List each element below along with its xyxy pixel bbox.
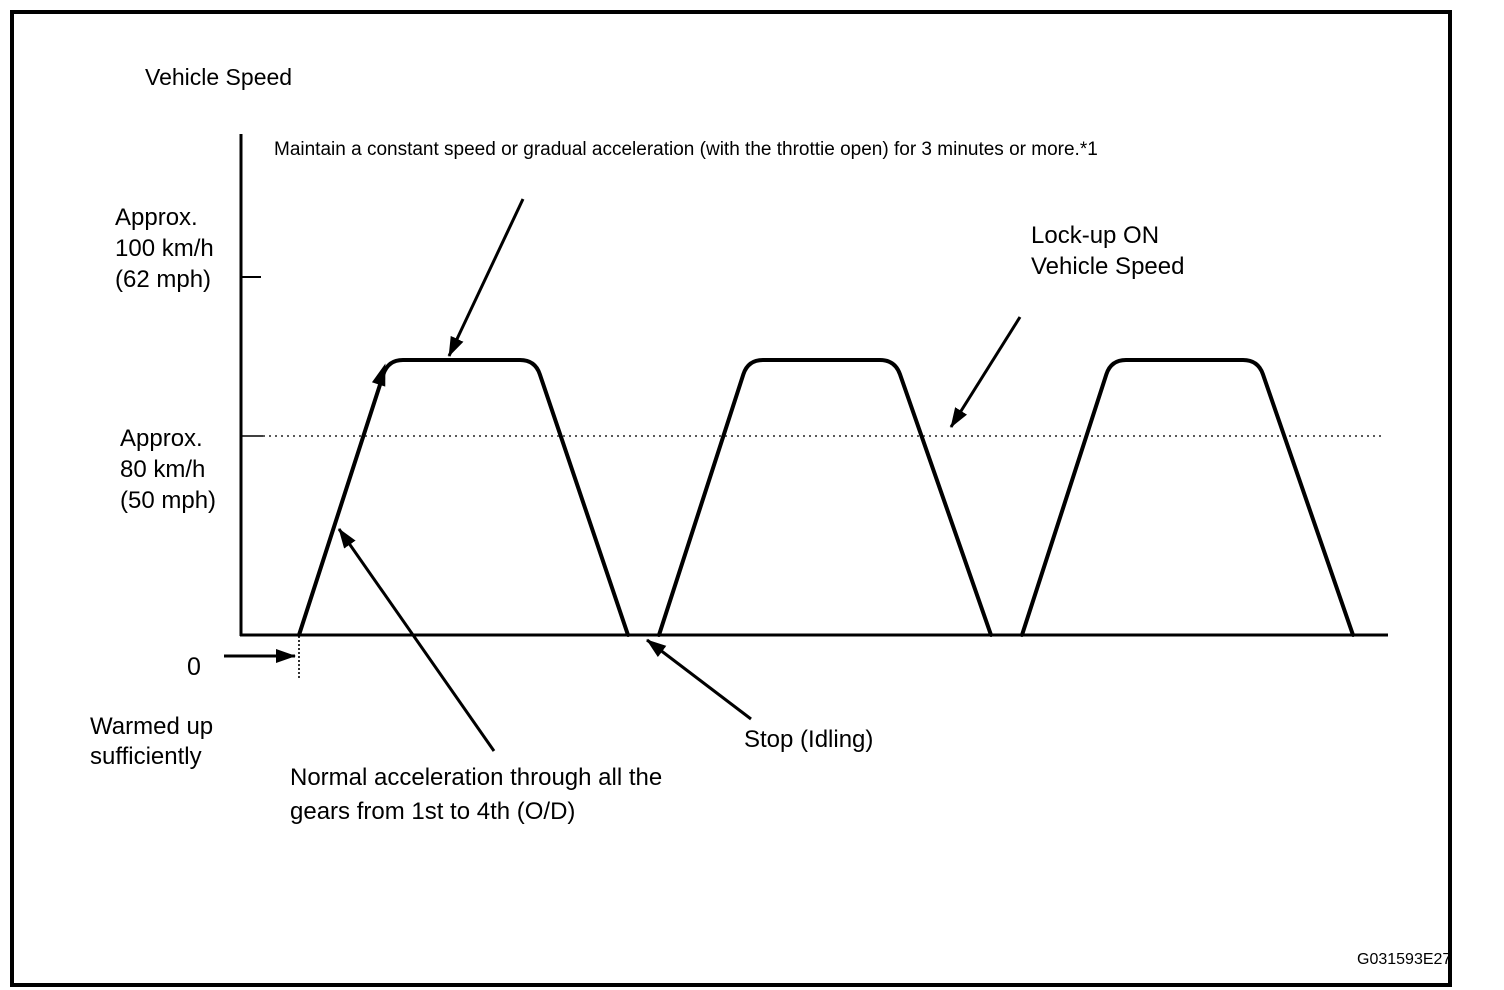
- y-label-80kmh-line1: Approx.: [120, 425, 203, 452]
- y-label-80kmh: Approx. 80 km/h (50 mph): [120, 423, 216, 516]
- warmed-up-label-line1: Warmed up: [90, 713, 214, 740]
- chart-title: Vehicle Speed: [145, 64, 293, 90]
- lockup-label-line1: Lock-up ON: [1031, 222, 1160, 249]
- y-label-zero: 0: [187, 653, 201, 681]
- speed-curve-cycle-1: [297, 358, 630, 637]
- speed-curve-cycle-3: [1020, 358, 1355, 637]
- y-label-100kmh-line2: 100 km/h: [115, 235, 214, 262]
- maintain-speed-arrow: [447, 198, 525, 357]
- warmed-up-label-line2: sufficiently: [90, 743, 202, 770]
- stop-idling-label: Stop (Idling): [744, 726, 874, 753]
- speed-curve-cycle-2: [657, 358, 993, 637]
- y-label-80kmh-line2: 80 km/h: [120, 456, 206, 483]
- normal-acceleration-label-line1: Normal acceleration through all the: [290, 764, 663, 791]
- warmed-up-label: Warmed up sufficiently: [90, 712, 213, 772]
- lockup-label: Lock-up ON Vehicle Speed: [1031, 220, 1184, 282]
- normal-acceleration-label: Normal acceleration through all the gear…: [290, 761, 662, 829]
- y-label-100kmh: Approx. 100 km/h (62 mph): [115, 202, 214, 295]
- y-label-100kmh-line1: Approx.: [115, 204, 198, 231]
- stop-idling-arrow: [646, 638, 752, 721]
- y-label-80kmh-line3: (50 mph): [120, 487, 217, 514]
- acceleration-direction-arrowhead: [371, 363, 386, 387]
- lockup-label-line2: Vehicle Speed: [1031, 253, 1185, 280]
- figure-code: G031593E27: [1357, 951, 1452, 968]
- normal-acceleration-arrow: [337, 528, 496, 752]
- normal-acceleration-label-line2: gears from 1st to 4th (O/D): [290, 798, 576, 825]
- maintain-speed-note: Maintain a constant speed or gradual acc…: [274, 139, 1098, 160]
- lockup-arrow: [949, 316, 1022, 428]
- figure-border: [10, 10, 1452, 987]
- y-label-100kmh-line3: (62 mph): [115, 266, 212, 293]
- speed-curve: [297, 358, 1355, 637]
